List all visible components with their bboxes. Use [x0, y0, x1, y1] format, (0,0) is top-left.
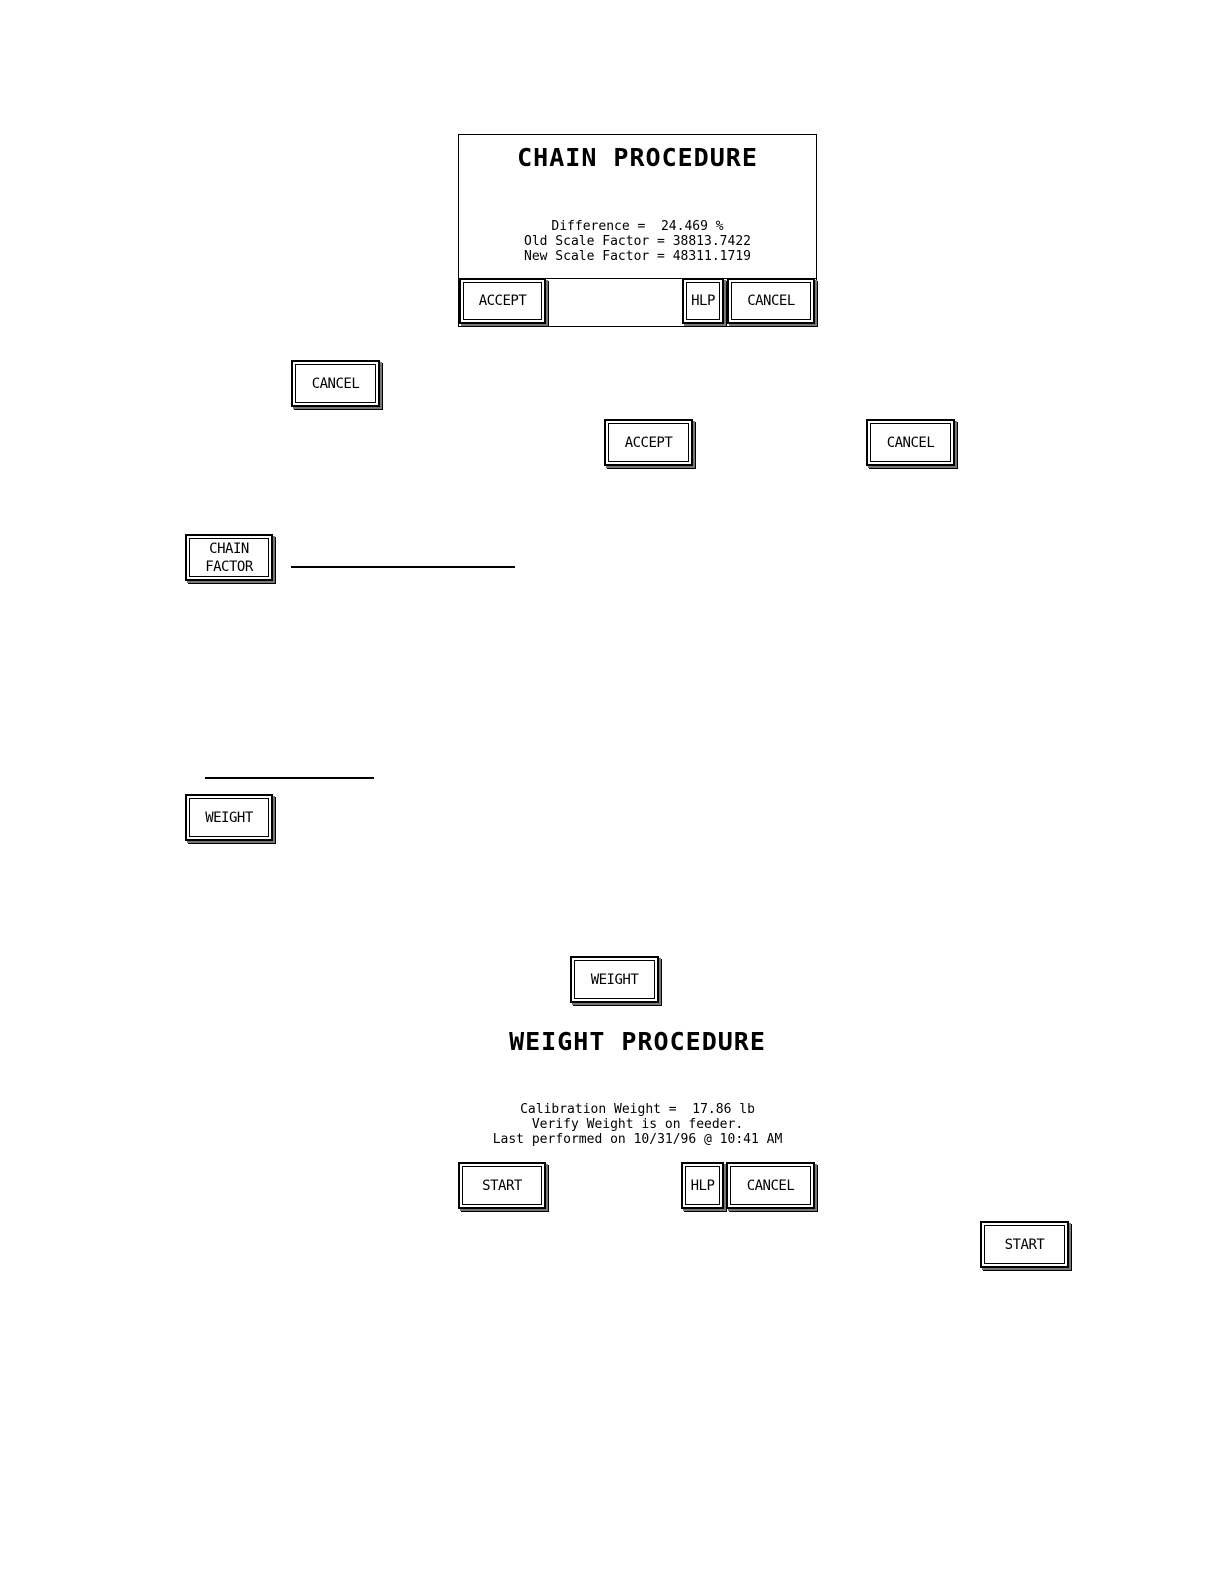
cancel-button-secondary[interactable]: CANCEL — [866, 419, 955, 466]
chain-factor-heading-underline — [291, 566, 515, 568]
chain-help-button[interactable]: HLP — [682, 278, 724, 324]
start-button[interactable]: START — [980, 1221, 1069, 1268]
weight-procedure-screen: WEIGHT PROCEDURE Calibration Weight = 17… — [458, 1020, 817, 1212]
verify-weight-line: Verify Weight is on feeder. — [531, 1117, 744, 1132]
chain-old-scale-factor-line: Old Scale Factor = 38813.7422 — [524, 234, 751, 249]
weight-procedure-title: WEIGHT PROCEDURE — [509, 1027, 766, 1056]
weight-button[interactable]: WEIGHT — [185, 794, 273, 841]
cancel-button[interactable]: CANCEL — [291, 360, 380, 407]
weight-help-button[interactable]: HLP — [681, 1162, 724, 1209]
last-performed-line: Last performed on 10/31/96 @ 10:41 AM — [492, 1132, 783, 1147]
chain-new-scale-factor-line: New Scale Factor = 48311.1719 — [524, 249, 751, 264]
chain-accept-button[interactable]: ACCEPT — [459, 278, 546, 324]
chain-button-bar-divider — [459, 278, 816, 279]
weight-heading-underline — [205, 777, 374, 779]
chain-cancel-button[interactable]: CANCEL — [727, 278, 815, 324]
weight-button-secondary[interactable]: WEIGHT — [570, 956, 659, 1003]
weight-start-button[interactable]: START — [458, 1162, 546, 1209]
weight-cancel-button[interactable]: CANCEL — [726, 1162, 815, 1209]
chain-procedure-title: CHAIN PROCEDURE — [517, 143, 758, 172]
chain-difference-line: Difference = 24.469 % — [551, 219, 724, 234]
calibration-weight-line: Calibration Weight = 17.86 lb — [520, 1102, 755, 1117]
chain-factor-button[interactable]: CHAIN FACTOR — [185, 534, 273, 581]
accept-button[interactable]: ACCEPT — [604, 419, 693, 466]
